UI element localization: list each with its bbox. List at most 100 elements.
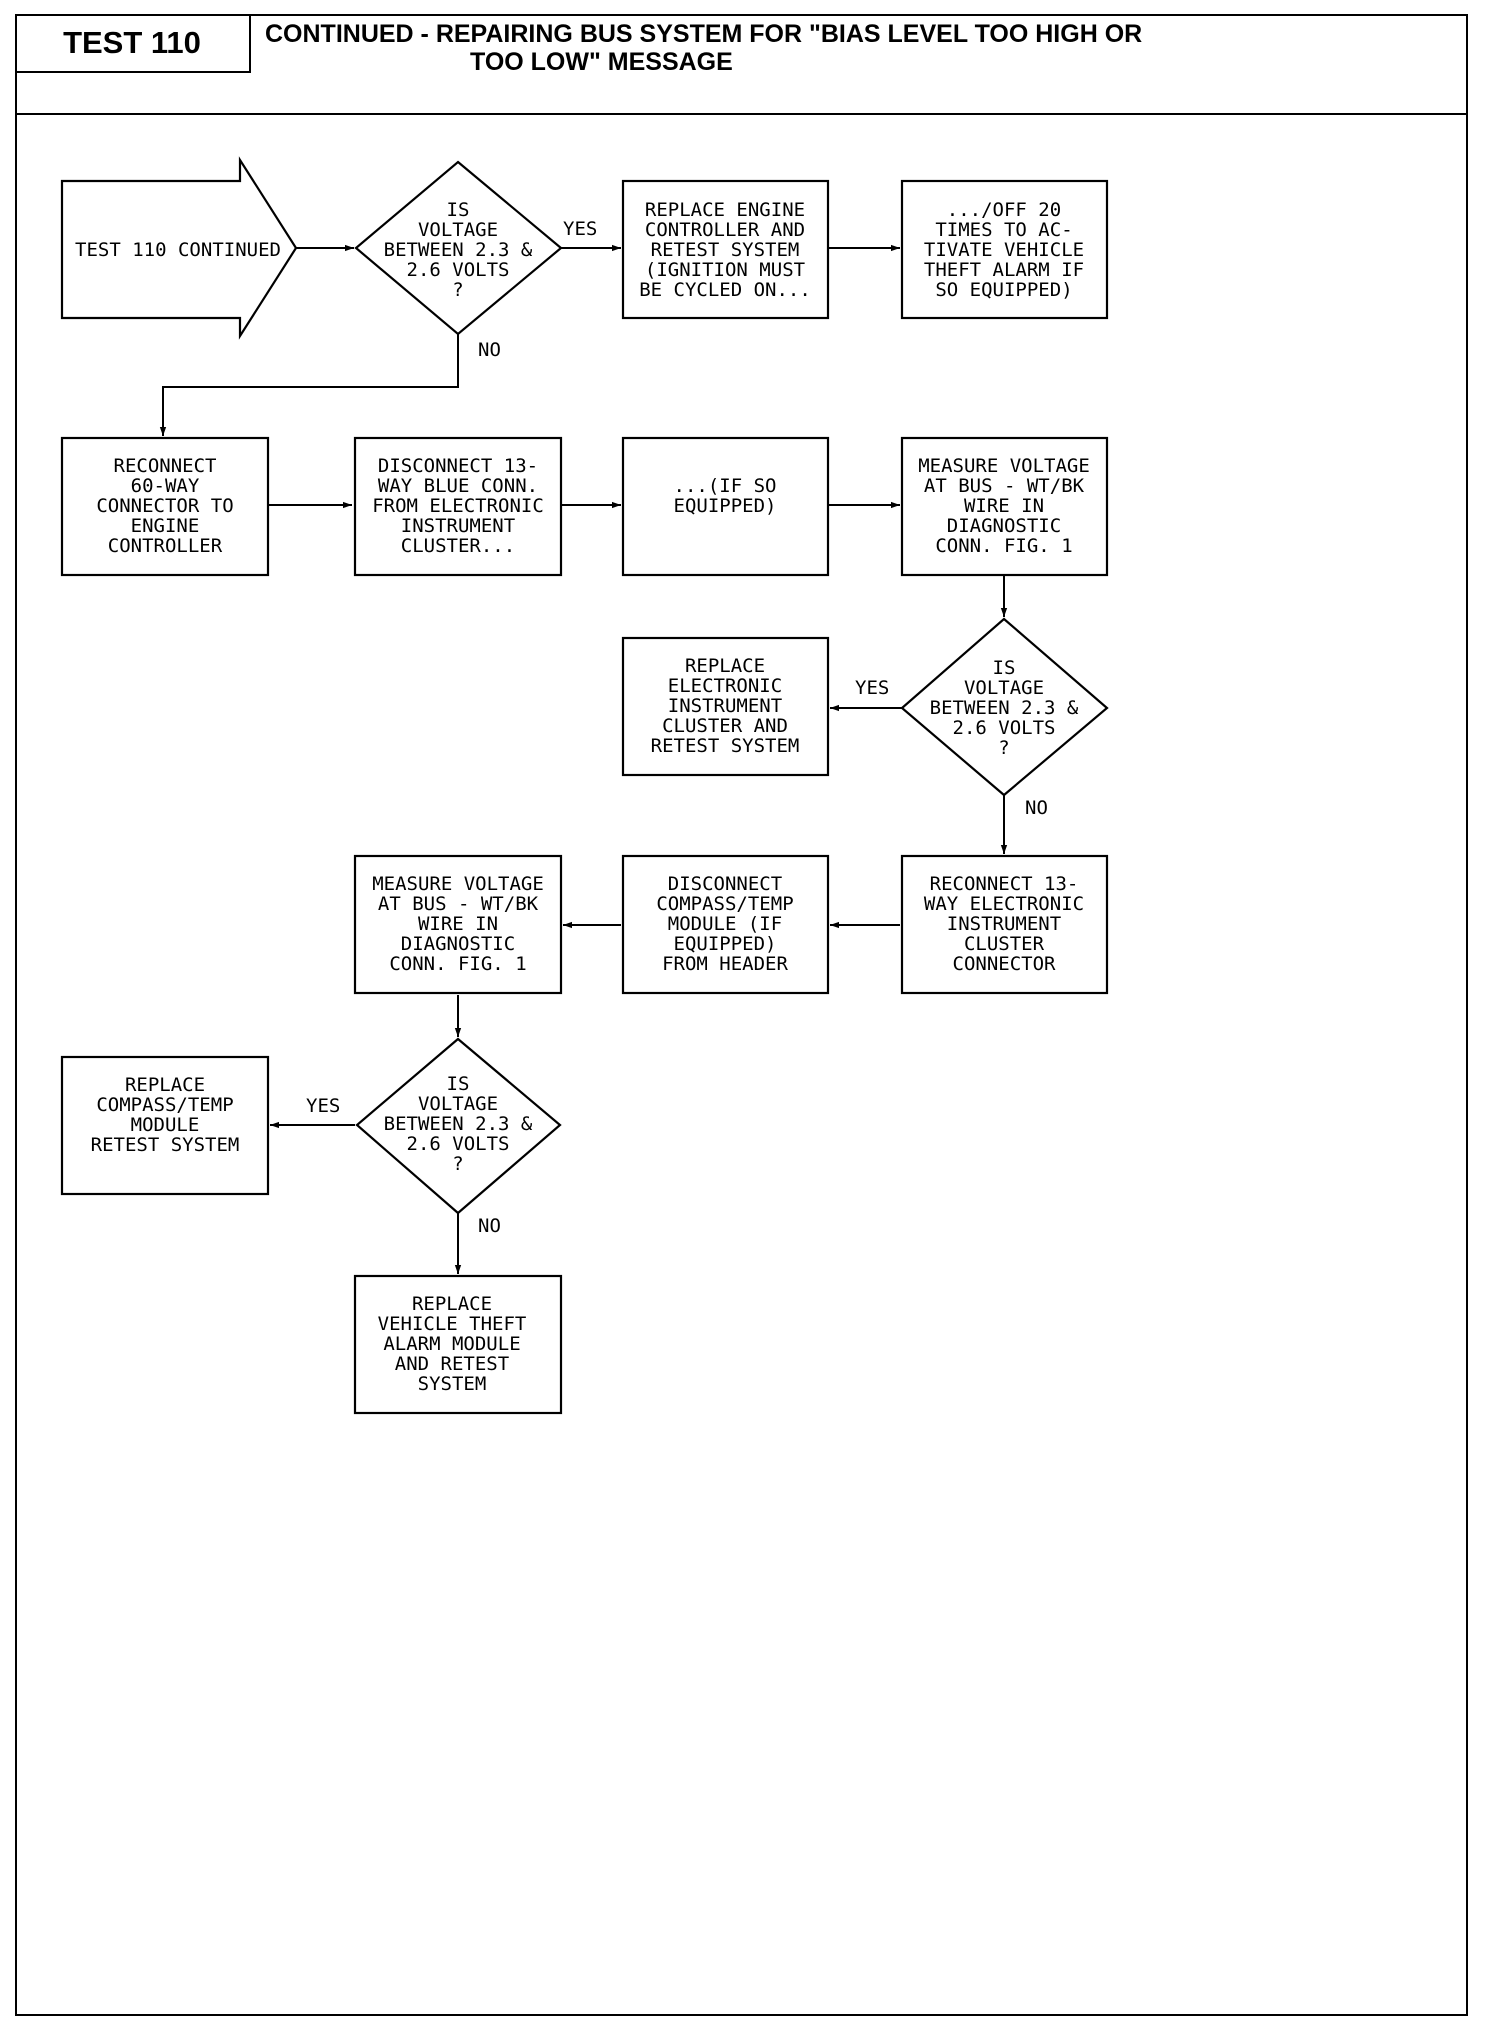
node-text-line: CONN. FIG. 1 <box>389 953 526 975</box>
node-text-line: BETWEEN 2.3 & <box>384 239 533 261</box>
node-text-line: RECONNECT <box>114 455 217 477</box>
title-line-2: TOO LOW" MESSAGE <box>470 48 733 76</box>
node-text-line: REPLACE <box>685 655 765 677</box>
node-reconnect-13-way: RECONNECT 13-WAY ELECTRONICINSTRUMENTCLU… <box>900 854 1109 995</box>
node-text-line: TEST 110 CONTINUED <box>75 239 281 261</box>
node-entry-arrow: TEST 110 CONTINUED <box>60 156 298 340</box>
node-text-line: IS <box>447 1073 470 1095</box>
node-text-line: WAY BLUE CONN. <box>378 475 538 497</box>
node-text-line: REPLACE ENGINE <box>645 199 805 221</box>
node-disconnect-13-way-blue: DISCONNECT 13-WAY BLUE CONN.FROM ELECTRO… <box>353 436 563 577</box>
node-text-line: CLUSTER... <box>401 535 515 557</box>
node-text-line: REPLACE <box>125 1074 205 1096</box>
node-text-line: 2.6 VOLTS <box>407 1133 510 1155</box>
node-text-line: ENGINE <box>131 515 200 537</box>
node-text-line: ...(IF SO <box>674 475 777 497</box>
edge-label-d2-yes: YES <box>855 677 889 699</box>
node-text-line: DISCONNECT <box>668 873 782 895</box>
node-text-line: IS <box>447 199 470 221</box>
node-text-line: CLUSTER <box>964 933 1045 955</box>
node-text-line: THEFT ALARM IF <box>924 259 1084 281</box>
node-text-line: BETWEEN 2.3 & <box>930 697 1079 719</box>
node-text-line: ? <box>452 1153 463 1175</box>
node-text-line: MEASURE VOLTAGE <box>918 455 1090 477</box>
node-text-line: RETEST SYSTEM <box>91 1134 240 1156</box>
header-band <box>15 14 1468 115</box>
node-text-line: FROM ELECTRONIC <box>372 495 544 517</box>
title-line-1: CONTINUED - REPAIRING BUS SYSTEM FOR "BI… <box>265 20 1143 48</box>
node-text-line: DIAGNOSTIC <box>401 933 515 955</box>
node-text-line: WIRE IN <box>418 913 498 935</box>
node-text-line: INSTRUMENT <box>401 515 515 537</box>
node-text-line: VOLTAGE <box>418 1093 498 1115</box>
edge-label-d1-no: NO <box>478 339 501 361</box>
node-text-line: BE CYCLED ON... <box>639 279 811 301</box>
node-text-line: DISCONNECT 13- <box>378 455 538 477</box>
node-text-line: CONTROLLER AND <box>645 219 805 241</box>
node-text-line: WAY ELECTRONIC <box>924 893 1084 915</box>
node-text-line: .../OFF 20 <box>947 199 1061 221</box>
node-text-line: RETEST SYSTEM <box>651 239 800 261</box>
edge-label-d1-yes: YES <box>563 218 597 240</box>
edge-label-d2-no: NO <box>1025 797 1048 819</box>
node-text-line: ALARM MODULE <box>383 1333 520 1355</box>
node-text-line: VOLTAGE <box>418 219 498 241</box>
node-text-line: TIVATE VEHICLE <box>924 239 1084 261</box>
node-text-line: AT BUS - WT/BK <box>924 475 1085 497</box>
node-text-line: INSTRUMENT <box>668 695 782 717</box>
node-text-line: CONNECTOR <box>953 953 1057 975</box>
node-text-line: AT BUS - WT/BK <box>378 893 539 915</box>
node-text-line: CLUSTER AND <box>662 715 788 737</box>
node-text-line: INSTRUMENT <box>947 913 1061 935</box>
node-text-line: FROM HEADER <box>662 953 788 975</box>
edge-label-d3-no: NO <box>478 1215 501 1237</box>
node-text-line: IS <box>993 657 1016 679</box>
node-text-line: MODULE <box>131 1114 200 1136</box>
node-text-line: MEASURE VOLTAGE <box>372 873 544 895</box>
node-text-line: VEHICLE THEFT <box>378 1313 527 1335</box>
node-text-line: CONTROLLER <box>108 535 223 557</box>
node-text-line: DIAGNOSTIC <box>947 515 1061 537</box>
node-text-line: EQUIPPED) <box>674 933 777 955</box>
node-text-line: 2.6 VOLTS <box>407 259 510 281</box>
node-text-line: COMPASS/TEMP <box>656 893 793 915</box>
node-text-line: REPLACE <box>412 1293 492 1315</box>
node-text-line: 2.6 VOLTS <box>953 717 1056 739</box>
edge-d1-no <box>159 334 459 436</box>
node-text-line: CONNECTOR TO <box>96 495 233 517</box>
node-text-line: EQUIPPED) <box>674 495 777 517</box>
node-text-line: 60-WAY <box>131 475 200 497</box>
page-title: CONTINUED - REPAIRING BUS SYSTEM FOR "BI… <box>265 20 1445 76</box>
node-text-line: ? <box>998 737 1009 759</box>
page-frame <box>15 14 1468 2016</box>
test-id-label: TEST 110 <box>15 14 251 73</box>
node-text-line: ELECTRONIC <box>668 675 782 697</box>
node-text-line: SYSTEM <box>418 1373 487 1395</box>
node-text-line: SO EQUIPPED) <box>935 279 1072 301</box>
node-text-line: TIMES TO AC- <box>935 219 1072 241</box>
node-text-line: WIRE IN <box>964 495 1044 517</box>
node-text-line: MODULE (IF <box>668 913 782 935</box>
node-text-line: RECONNECT 13- <box>930 873 1079 895</box>
node-text-line: ? <box>452 279 463 301</box>
node-text-line: CONN. FIG. 1 <box>935 535 1072 557</box>
edge-label-d3-yes: YES <box>306 1095 340 1117</box>
node-text-line: BETWEEN 2.3 & <box>384 1113 533 1135</box>
node-text-line: AND RETEST <box>395 1353 509 1375</box>
node-text-line: (IGNITION MUST <box>645 259 805 281</box>
node-text-line: RETEST SYSTEM <box>651 735 800 757</box>
